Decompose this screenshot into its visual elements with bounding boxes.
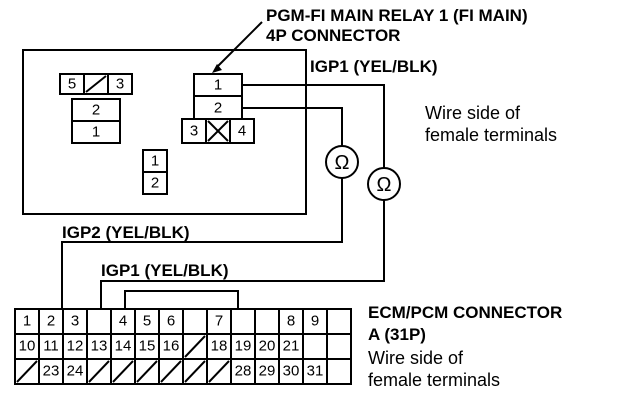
ecm-pin-30: 30 [283,363,300,380]
ecm-pin-24: 24 [67,363,84,380]
ecm-title-line2: A (31P) [368,325,426,344]
pointer-arrow [212,21,263,73]
ecm-pin-4: 4 [119,313,127,330]
wire-left-meter-to-ecm-2 [61,178,343,309]
ecm-pin-13: 13 [91,338,108,355]
ohmmeter-left: Ω [325,145,359,179]
relay-side-note-line2: female terminals [425,125,557,145]
ecm-pin-1: 1 [23,313,31,330]
relay-pin-3: 3 [190,123,198,140]
socket-3-left: 3 [116,76,124,93]
ecm-connector: 1 2 3 4 5 6 7 8 9 10 11 12 13 14 15 [14,290,352,385]
wire-right-meter-to-ecm-3 [100,198,385,309]
ecm-side-note-line1: Wire side of [368,348,464,368]
socket-2-left: 2 [92,102,100,119]
ecm-pin-12: 12 [67,338,84,355]
ecm-pin-2: 2 [47,313,55,330]
ecm-pin-18: 18 [211,338,228,355]
socket-5: 5 [68,76,76,93]
relay-side-note-line1: Wire side of [425,103,521,123]
ecm-pin-19: 19 [235,338,252,355]
relay-title-line2: 4P CONNECTOR [266,26,400,45]
wire-label-igp2: IGP2 (YEL/BLK) [62,223,190,242]
ecm-pin-6: 6 [167,313,175,330]
ecm-pin-20: 20 [259,338,276,355]
wire-label-igp1-top: IGP1 (YEL/BLK) [310,57,438,76]
ecm-pin-14: 14 [115,338,132,355]
socket-1-left: 1 [92,124,100,141]
ohm-symbol-left: Ω [335,152,350,174]
ecm-pin-3: 3 [71,313,79,330]
wire-pin1-to-right-meter [242,84,385,169]
socket-1-center: 1 [151,153,159,170]
relay-title-line1: PGM-FI MAIN RELAY 1 (FI MAIN) [266,6,528,25]
ecm-pin-21: 21 [283,338,300,355]
ecm-pin-16: 16 [163,338,180,355]
ecm-pin-10: 10 [19,338,36,355]
relay-pin-4: 4 [238,123,246,140]
ecm-title-line1: ECM/PCM CONNECTOR [368,303,562,322]
relay-pin-1: 1 [214,77,222,94]
ecm-pin-7: 7 [215,313,223,330]
relay-pin-2: 2 [214,100,222,117]
wire-pin2-to-left-meter [242,107,343,146]
ecm-pin-31: 31 [307,363,324,380]
ecm-side-note-line2: female terminals [368,370,500,390]
ecm-pin-23: 23 [43,363,60,380]
ecm-pin-28: 28 [235,363,252,380]
ecm-pin-11: 11 [43,338,59,355]
ohmmeter-right: Ω [367,167,401,201]
ohm-symbol-right: Ω [377,174,392,196]
ecm-pin-5: 5 [143,313,151,330]
ecm-pin-15: 15 [139,338,156,355]
socket-2-center: 2 [151,175,159,192]
ecm-pin-8: 8 [287,313,295,330]
ecm-pin-9: 9 [311,313,319,330]
relay-unused-sockets: 5 3 2 1 1 2 [59,73,168,195]
relay-box [22,49,307,215]
wire-label-igp1-bottom: IGP1 (YEL/BLK) [101,261,229,280]
ecm-pin-29: 29 [259,363,276,380]
